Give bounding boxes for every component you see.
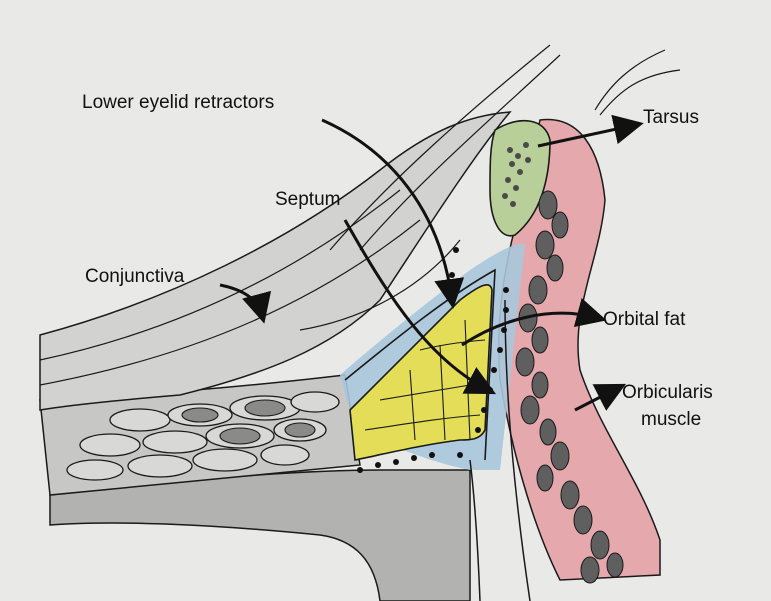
arrow-conjunctiva: [219, 283, 272, 324]
label-conjunctiva: Conjunctiva: [85, 266, 185, 287]
upper-lid-line-1: [329, 44, 551, 251]
retractor-line: [299, 239, 461, 331]
lash-line-2: [599, 69, 681, 116]
label-lower-eyelid-retractors: Lower eyelid retractors: [82, 92, 274, 113]
conjunctiva-layer: [39, 111, 512, 411]
arrow-orbital-fat: [461, 298, 607, 347]
septum-lower-line: [469, 459, 481, 601]
upper-lid-line-2: [359, 54, 561, 251]
orbicularis-muscle-fibers: [515, 190, 624, 584]
septum-dots: [357, 247, 509, 473]
label-orbital-fat: Orbital fat: [603, 309, 686, 330]
tarsal-glands: [502, 142, 531, 207]
muscle-bundles-dark: [181, 399, 316, 445]
arrow-lower-eyelid-retractors: [321, 118, 465, 309]
label-septum: Septum: [275, 189, 340, 210]
conjunctiva-line-1: [39, 189, 401, 361]
label-tarsus: Tarsus: [643, 107, 699, 128]
lash-line-1: [594, 49, 666, 111]
arrow-septum: [343, 219, 496, 395]
tarsus-region: [489, 119, 551, 237]
arrow-orbicularis-muscle: [574, 383, 627, 412]
orbicularis-boundary-line: [504, 299, 531, 601]
arrow-tarsus: [537, 114, 644, 148]
orbital-fat-region: [349, 284, 493, 461]
label-orbicularis: Orbicularis: [622, 382, 713, 403]
muscle-bundles-left: [66, 391, 340, 481]
label-muscle: muscle: [641, 409, 701, 430]
septum-line: [344, 268, 496, 461]
